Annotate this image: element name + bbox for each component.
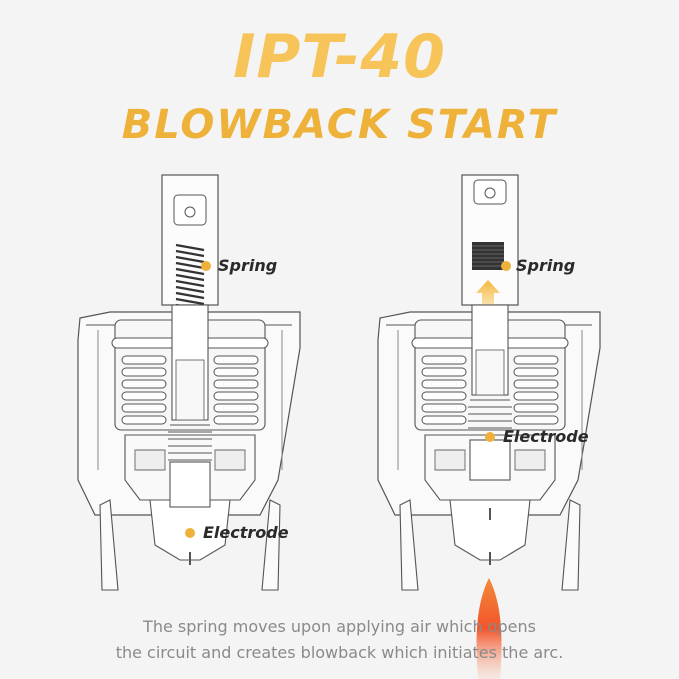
title-main: IPT-40	[233, 22, 446, 92]
left-spring-marker	[201, 261, 211, 271]
right-electrode-marker	[485, 432, 495, 442]
left-torch	[77, 174, 301, 591]
left-electrode-label: Electrode	[203, 523, 289, 542]
caption-line-1: The spring moves upon applying air which…	[143, 617, 536, 636]
flame-icon	[476, 578, 502, 679]
left-spring-label: Spring	[218, 256, 278, 275]
right-spring-label: Spring	[516, 256, 576, 275]
caption-line-2: the circuit and creates blowback which i…	[115, 643, 564, 662]
right-electrode-label: Electrode	[503, 427, 589, 446]
right-torch	[377, 174, 601, 591]
arrow-up-icon	[476, 280, 500, 305]
title-sub: BLOWBACK START	[121, 102, 558, 148]
right-spring-marker	[501, 261, 511, 271]
left-electrode-marker	[185, 528, 195, 538]
